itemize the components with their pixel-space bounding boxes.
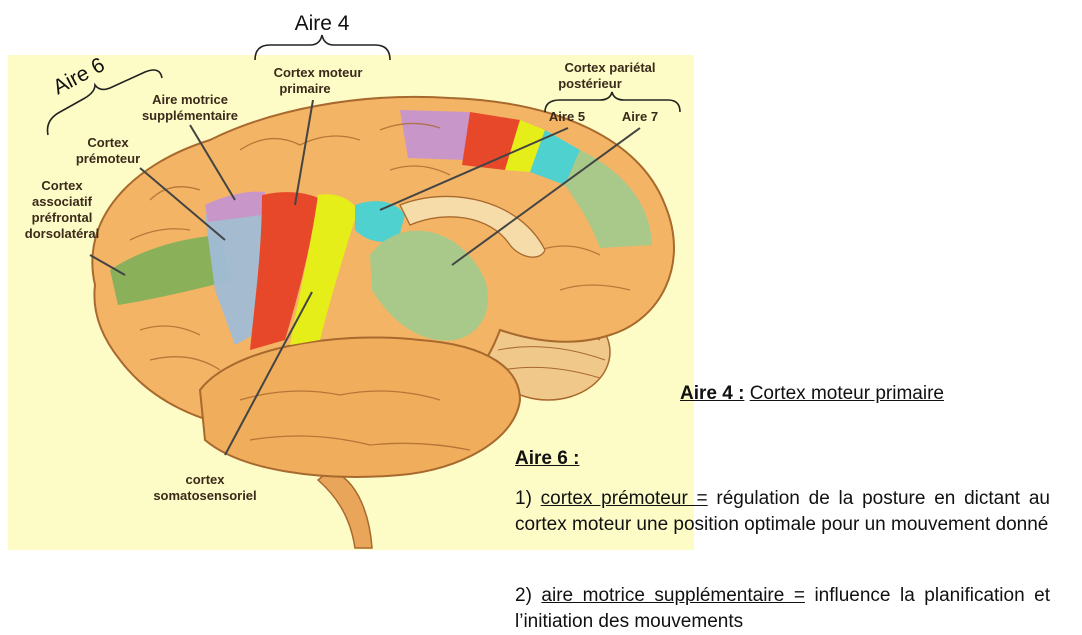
motor-label-line1: Cortex moteur	[274, 65, 363, 80]
prefrontal-label-line2: associatif	[32, 194, 93, 209]
motor-label-line2: primaire	[279, 81, 330, 96]
prefrontal-label-line4: dorsolatéral	[25, 226, 99, 241]
somato-label-line2: somatosensoriel	[153, 488, 256, 503]
aire4-note: Aire 4 : Cortex moteur primaire	[680, 383, 944, 405]
parietal-label-line2: postérieur	[558, 76, 622, 91]
item1-number: 1)	[515, 488, 532, 509]
premotor-label-line2: prémoteur	[76, 151, 140, 166]
aire5-label: Aire 5	[549, 109, 585, 124]
sma-medial	[400, 110, 470, 160]
aire4-note-text: Cortex moteur primaire	[750, 383, 944, 404]
prefrontal-label-line3: préfrontal	[32, 210, 93, 225]
prefrontal-label-line1: Cortex	[41, 178, 83, 193]
sma-label-line2: supplémentaire	[142, 108, 238, 123]
aire7-label: Aire 7	[622, 109, 658, 124]
parietal-label-line1: Cortex pariétal	[564, 60, 655, 75]
premotor-label-line1: Cortex	[87, 135, 129, 150]
sma-label-line1: Aire motrice	[152, 92, 228, 107]
aire6-title: Aire 6 :	[515, 448, 579, 469]
aire4-note-title: Aire 4 :	[680, 383, 744, 404]
temporal-lobe	[200, 337, 520, 476]
aire6-note-title: Aire 6 :	[515, 448, 579, 470]
somato-label-line1: cortex	[185, 472, 225, 487]
aire4-brace-label: Aire 4	[295, 12, 350, 35]
note-item-2: 2) aire motrice supplémentaire = influen…	[515, 583, 1050, 635]
item2-number: 2)	[515, 585, 532, 606]
note-item-1: 1) cortex prémoteur = régulation de la p…	[515, 486, 1050, 538]
item1-term: cortex prémoteur =	[541, 488, 708, 509]
item2-term: aire motrice supplémentaire =	[541, 585, 805, 606]
